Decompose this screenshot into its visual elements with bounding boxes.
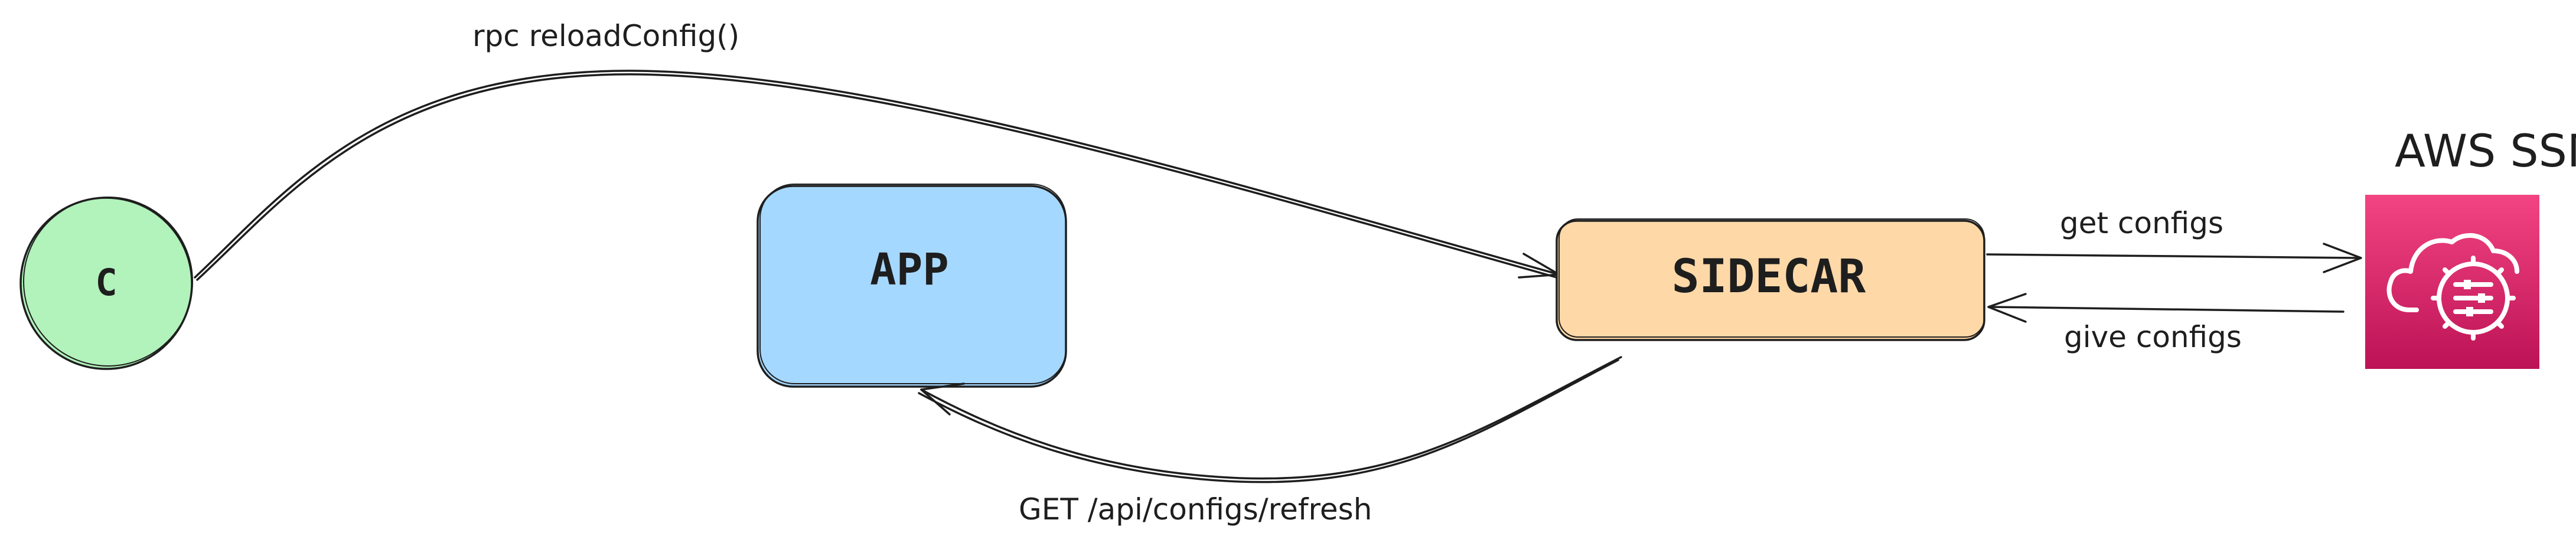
aws-systems-manager-icon (2386, 233, 2519, 341)
sidecar-box-sketch (1558, 218, 1985, 338)
edge-refresh: GET /api/configs/refresh (918, 356, 1622, 527)
edge-rpc-line-sketch (196, 73, 1558, 281)
edge-refresh-arrowhead (920, 382, 965, 416)
edge-get-configs-label: get configs (2060, 206, 2223, 240)
edge-rpc: rpc reloadConfig() (194, 19, 1560, 281)
edge-refresh-line (920, 356, 1622, 480)
edge-give-configs-arrowhead (1987, 293, 2027, 323)
client-label: C (95, 261, 117, 304)
client-circle-sketch (23, 197, 193, 367)
aws-ssm-title: AWS SSM (2395, 125, 2576, 177)
node-sidecar: SIDECAR (1556, 218, 1985, 341)
edge-get-configs-arrowhead (2323, 243, 2362, 273)
edge-refresh-label: GET /api/configs/refresh (1019, 492, 1372, 527)
aws-ssm-tile (2365, 195, 2539, 369)
app-label: APP (870, 244, 949, 295)
edge-give-configs-label: give configs (2064, 320, 2242, 354)
edge-refresh-line-sketch (918, 359, 1619, 483)
node-aws-ssm: AWS SSM (2365, 125, 2576, 369)
edge-rpc-label: rpc reloadConfig() (472, 19, 739, 53)
node-client: C (19, 197, 193, 370)
app-box-sketch (759, 184, 1067, 384)
edge-give-configs-line (1989, 306, 2345, 313)
sidecar-label: SIDECAR (1672, 250, 1866, 303)
node-app: APP (757, 184, 1067, 388)
edge-get-configs-line (1986, 253, 2360, 259)
edge-get-configs: get configs (1986, 206, 2362, 273)
edge-rpc-line (194, 70, 1560, 279)
edge-give-configs: give configs (1987, 293, 2345, 354)
